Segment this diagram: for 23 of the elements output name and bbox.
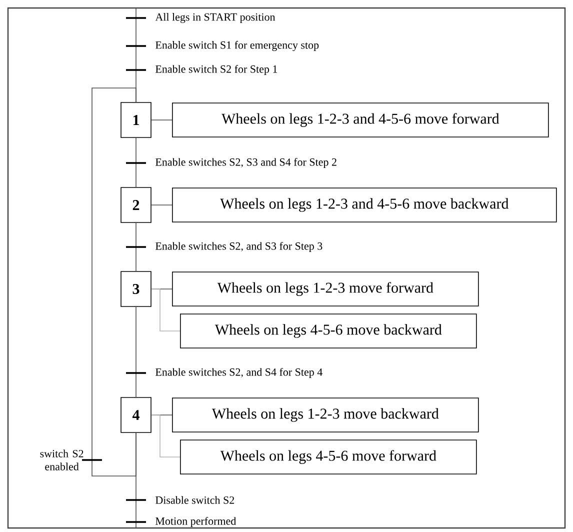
connector-line: [151, 288, 180, 332]
action-box: Wheels on legs 4-5-6 move forward: [180, 440, 477, 474]
action-box: Wheels on legs 1-2-3 move backward: [172, 398, 479, 432]
action-box: Wheels on legs 1-2-3 and 4-5-6 move forward: [172, 102, 549, 138]
connector-line: [151, 204, 172, 206]
action-box: Wheels on legs 1-2-3 and 4-5-6 move backward: [172, 188, 557, 222]
transition-label: Disable switch S2: [156, 496, 234, 504]
transition-label: All legs in START position: [155, 13, 276, 23]
transition-label: Enable switches S2, and S4 for Step 4: [156, 368, 322, 378]
connector-line: [151, 414, 180, 458]
action-box: Wheels on legs 1-2-3 move forward: [172, 272, 479, 306]
transition-label: Motion performed: [156, 516, 236, 528]
step-box: 4: [120, 397, 152, 433]
transition-label: switch S2 enabled: [40, 450, 84, 470]
transition-label: Enable switches S2, S3 and S4 for Step 2: [156, 158, 336, 168]
transition-label: Enable switch S2 for Step 1: [156, 64, 278, 76]
transition-label: Enable switches S2, and S3 for Step 3: [156, 242, 322, 252]
connector-line: [92, 88, 136, 476]
step-box: 3: [120, 271, 152, 307]
transition-label: Enable switch S1 for emergency stop: [156, 40, 319, 52]
action-box: Wheels on legs 4-5-6 move backward: [180, 314, 477, 348]
step-box: 2: [120, 187, 152, 223]
step-box: 1: [120, 102, 152, 138]
